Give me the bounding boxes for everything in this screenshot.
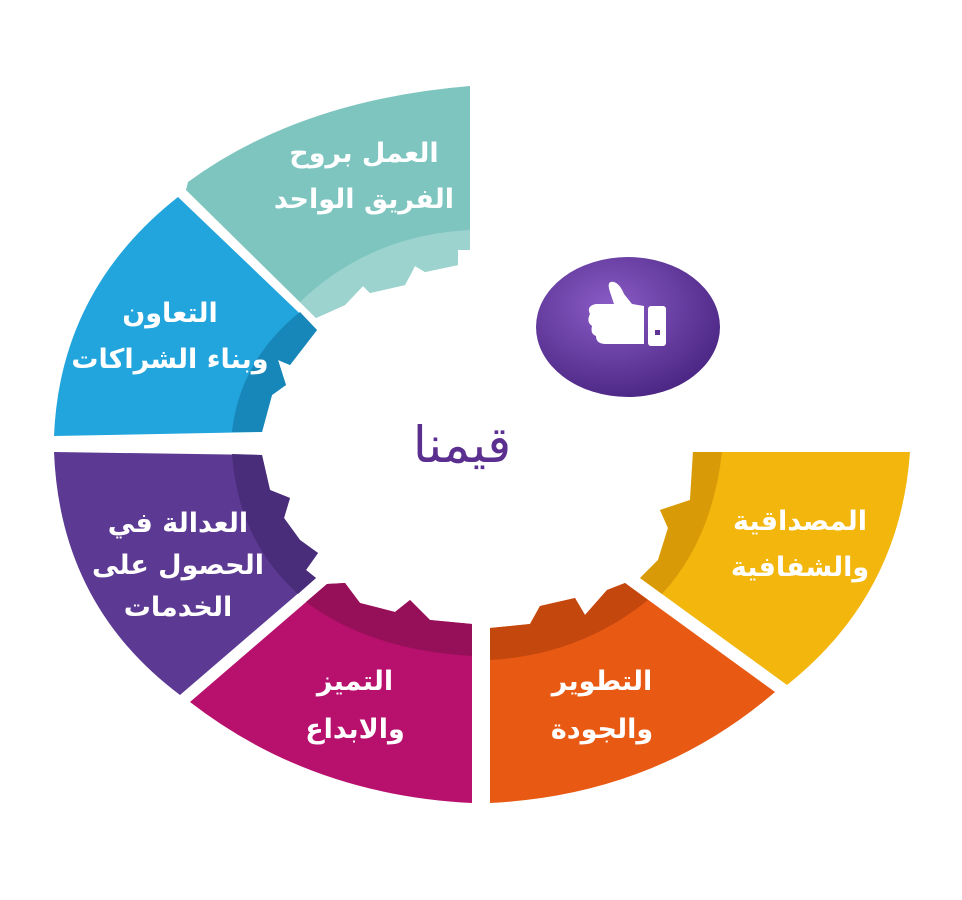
- segment-cooperation: [54, 197, 317, 436]
- segment-excellence-inner: [306, 583, 472, 656]
- label-teamwork: العمل بروح الفريق الواحد: [274, 138, 454, 215]
- label-justice-line: الحصول على: [92, 550, 264, 581]
- segment-development-inner: [490, 583, 648, 660]
- label-cooperation: التعاون وبناء الشراكات: [71, 298, 268, 375]
- segment-teamwork: [186, 86, 470, 318]
- label-development-line: والجودة: [551, 714, 653, 745]
- label-teamwork-line: العمل بروح: [289, 138, 438, 169]
- segment-teamwork-inner: [300, 230, 470, 318]
- label-justice-line: العدالة في: [108, 508, 248, 539]
- segment-justice-inner: [232, 454, 318, 594]
- label-excellence-line: والابداع: [305, 714, 405, 745]
- segment-development: [490, 583, 775, 803]
- segment-credibility: [640, 452, 910, 685]
- label-excellence: التميز والابداع: [305, 666, 405, 745]
- label-cooperation-line: التعاون: [122, 298, 218, 329]
- label-credibility-line: والشفافية: [731, 552, 869, 583]
- label-cooperation-line: وبناء الشراكات: [71, 344, 268, 375]
- thumbs-up-badge: [536, 257, 720, 397]
- thumbs-up-icon: [588, 281, 666, 346]
- label-development: التطوير والجودة: [550, 666, 653, 745]
- label-excellence-line: التميز: [315, 666, 393, 697]
- label-credibility-line: المصداقية: [733, 506, 867, 537]
- label-teamwork-line: الفريق الواحد: [274, 184, 454, 215]
- segment-excellence: [190, 583, 472, 803]
- label-justice-line: الخدمات: [124, 592, 232, 623]
- label-development-line: التطوير: [550, 666, 653, 697]
- label-credibility: المصداقية والشفافية: [731, 506, 869, 583]
- segment-credibility-inner: [640, 452, 722, 594]
- label-justice: العدالة في الحصول على الخدمات: [92, 508, 264, 623]
- center-title: قيمنا: [413, 416, 511, 474]
- segment-cooperation-inner: [232, 312, 317, 432]
- segment-justice: [54, 452, 318, 695]
